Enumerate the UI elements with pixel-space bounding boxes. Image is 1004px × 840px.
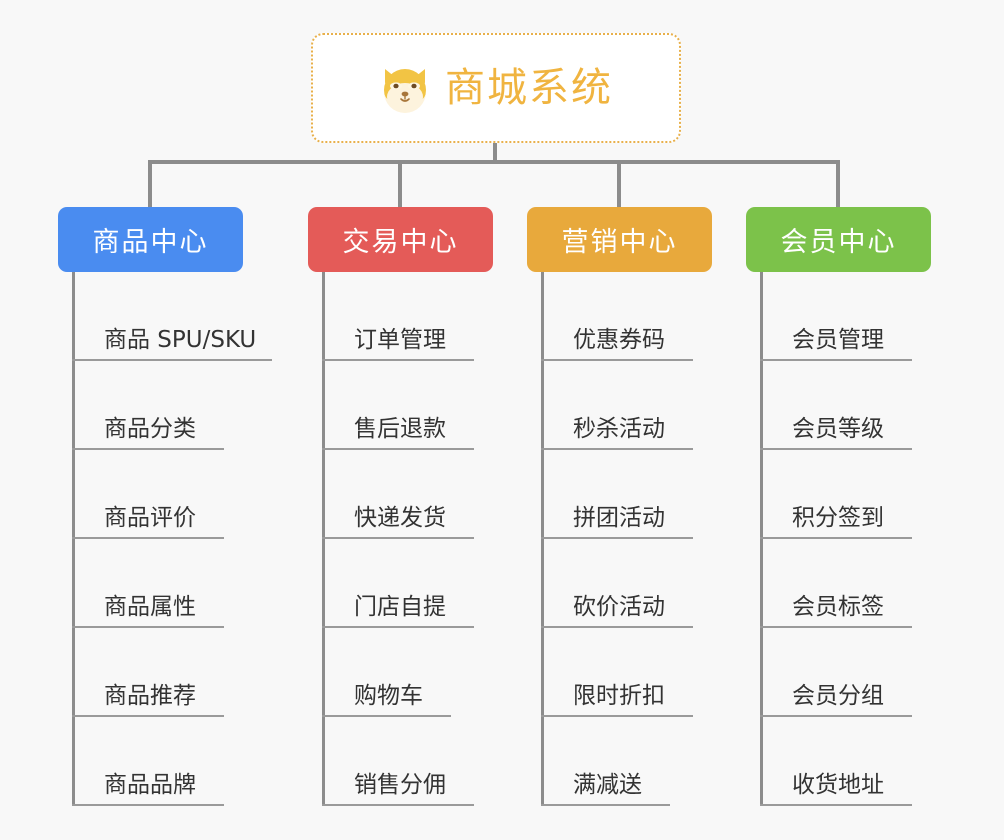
leaf-item-label: 购物车 <box>354 683 423 709</box>
leaf-item-rule <box>322 626 474 628</box>
leaf-item-label: 秒杀活动 <box>573 416 665 442</box>
leaf-item-rule <box>322 537 474 539</box>
leaf-item-label: 拼团活动 <box>573 505 665 531</box>
leaf-item-label: 商品评价 <box>104 505 196 531</box>
leaf-item-label: 会员等级 <box>792 416 884 442</box>
category-header-label: 营销中心 <box>561 227 678 258</box>
leaf-item-label: 会员管理 <box>792 327 884 353</box>
root-title: 商城系统 <box>445 65 613 111</box>
leaf-item-label: 满减送 <box>573 772 642 798</box>
leaf-item-rule <box>72 715 224 717</box>
leaf-item-label: 商品推荐 <box>104 683 196 709</box>
category-column: 会员中心 <box>746 207 931 272</box>
leaf-item-rule <box>322 359 474 361</box>
leaf-item-rule <box>541 537 693 539</box>
connector-drop-4 <box>836 160 840 207</box>
category-spine <box>72 272 75 806</box>
category-header[interactable]: 商品中心 <box>58 207 243 272</box>
shiba-dog-face-icon <box>384 69 426 113</box>
leaf-item-label: 会员标签 <box>792 594 884 620</box>
leaf-item-rule <box>541 715 693 717</box>
leaf-item-label: 商品品牌 <box>104 772 196 798</box>
leaf-item-rule <box>760 715 912 717</box>
category-header[interactable]: 交易中心 <box>308 207 493 272</box>
category-column: 交易中心 <box>308 207 493 272</box>
leaf-item-rule <box>322 804 474 806</box>
category-spine <box>760 272 763 806</box>
connector-drop-2 <box>398 160 402 207</box>
leaf-item-label: 销售分佣 <box>354 772 446 798</box>
leaf-item-rule <box>541 359 693 361</box>
leaf-item-rule <box>541 804 670 806</box>
connector-drop-3 <box>617 160 621 207</box>
leaf-item-label: 限时折扣 <box>573 683 665 709</box>
leaf-item-label: 积分签到 <box>792 505 884 531</box>
leaf-item-rule <box>322 448 474 450</box>
leaf-item-rule <box>322 715 451 717</box>
category-header[interactable]: 营销中心 <box>527 207 712 272</box>
category-header-label: 商品中心 <box>92 227 209 258</box>
category-header-label: 会员中心 <box>780 227 897 258</box>
category-spine <box>322 272 325 806</box>
leaf-item-label: 收货地址 <box>792 772 884 798</box>
category-header[interactable]: 会员中心 <box>746 207 931 272</box>
leaf-item-label: 商品属性 <box>104 594 196 620</box>
root-node[interactable]: 商城系统 <box>311 33 681 143</box>
leaf-item-rule <box>541 448 693 450</box>
leaf-item-label: 售后退款 <box>354 416 446 442</box>
leaf-item-label: 优惠券码 <box>573 327 665 353</box>
connector-root-stem <box>493 143 497 163</box>
leaf-item-label: 商品 SPU/SKU <box>104 327 257 353</box>
leaf-item-rule <box>72 626 224 628</box>
leaf-item-rule <box>72 448 224 450</box>
leaf-item-rule <box>760 537 912 539</box>
leaf-item-rule <box>760 448 912 450</box>
connector-horizontal-bus <box>148 160 840 164</box>
connector-drop-1 <box>148 160 152 207</box>
leaf-item-rule <box>72 359 272 361</box>
category-header-label: 交易中心 <box>342 227 459 258</box>
leaf-item-label: 快递发货 <box>354 505 446 531</box>
leaf-item-label: 门店自提 <box>354 594 446 620</box>
leaf-item-rule <box>760 626 912 628</box>
leaf-item-rule <box>760 359 912 361</box>
leaf-item-rule <box>72 537 224 539</box>
leaf-item-rule <box>760 804 912 806</box>
leaf-item-label: 砍价活动 <box>573 594 665 620</box>
leaf-item-label: 商品分类 <box>104 416 196 442</box>
category-spine <box>541 272 544 806</box>
leaf-item-label: 订单管理 <box>354 327 446 353</box>
leaf-item-rule <box>541 626 693 628</box>
leaf-item-rule <box>72 804 224 806</box>
category-column: 营销中心 <box>527 207 712 272</box>
category-column: 商品中心 <box>58 207 243 272</box>
leaf-item-label: 会员分组 <box>792 683 884 709</box>
